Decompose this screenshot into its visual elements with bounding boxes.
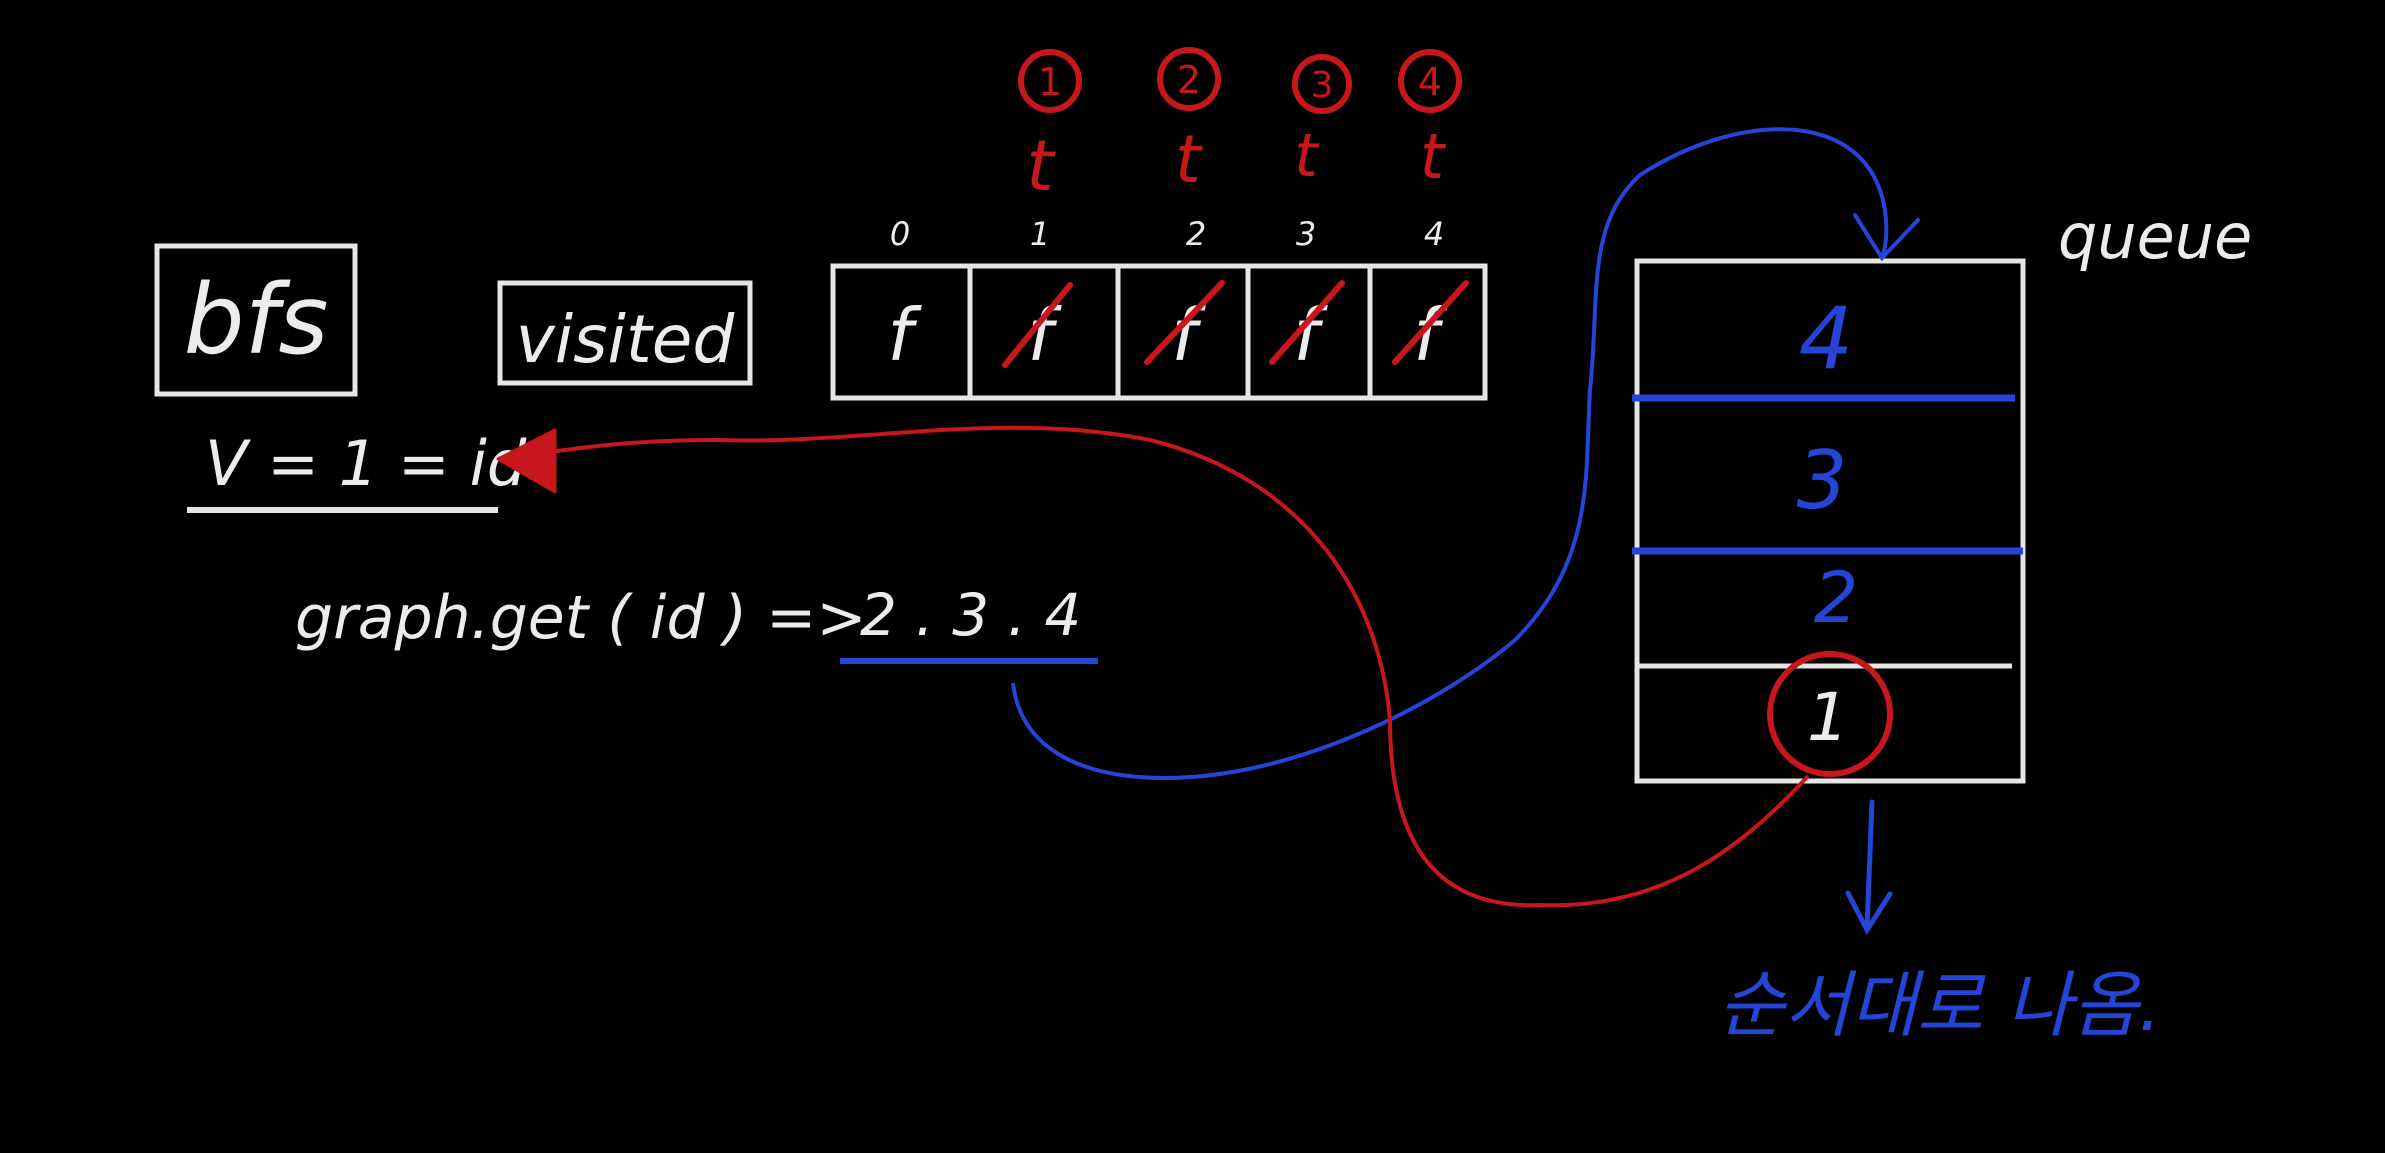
array-index-1: 1 (1030, 215, 1050, 253)
vertex-assignment: V = 1 = id (187, 427, 527, 513)
order-badge-2: 2 (1157, 47, 1221, 111)
graph-call-text: graph.get ( id ) => (295, 583, 867, 653)
svg-text:2: 2 (1177, 58, 1201, 102)
mark-t-4: t (1420, 120, 1447, 193)
graph-call: graph.get ( id ) => 2 . 3 . 4 (295, 581, 1098, 664)
enqueue-arrow-head (1853, 213, 1920, 262)
queue: queue 4 3 2 1 (1632, 200, 2252, 784)
dequeue-arrow-head (496, 428, 557, 494)
output-arrow (1845, 799, 1893, 936)
strike-4 (1392, 280, 1469, 365)
queue-item-1: 1 (1807, 679, 1849, 756)
svg-text:3: 3 (1311, 65, 1334, 106)
array-index-4: 4 (1424, 215, 1444, 253)
mark-t-1: t (1026, 125, 1056, 207)
bfs-label: bfs (184, 264, 329, 376)
visited-label: visited (516, 301, 736, 378)
strike-2 (1144, 280, 1225, 365)
vertex-line: V = 1 = id (205, 427, 527, 500)
order-badge-3: 3 (1292, 54, 1352, 114)
mark-t-3: t (1294, 121, 1320, 191)
enqueue-arrow (1011, 127, 1889, 781)
visited-array: 0 1 2 3 4 f f f f f t t t t 1 2 3 (830, 47, 1488, 401)
order-badge-1: 1 (1018, 49, 1082, 113)
neighbors-text: 2 . 3 . 4 (860, 581, 1081, 649)
svg-text:4: 4 (1418, 60, 1442, 104)
queue-item-2: 2 (1814, 557, 1859, 639)
queue-title: queue (2058, 200, 2252, 273)
order-badge-4: 4 (1398, 49, 1462, 113)
strike-3 (1269, 280, 1345, 365)
visited-box: visited (497, 280, 753, 386)
array-index-2: 2 (1186, 215, 1206, 253)
bfs-box: bfs (154, 243, 358, 397)
queue-item-3: 3 (1797, 434, 1848, 527)
bottom-note: 순서대로 나옴. (1718, 963, 2161, 1047)
dequeue-arrow (549, 425, 1810, 908)
queue-front-highlight (1767, 651, 1893, 777)
strike-1 (1002, 282, 1073, 368)
array-cell-0: f (887, 293, 922, 377)
array-index-3: 3 (1296, 215, 1316, 253)
svg-text:1: 1 (1038, 60, 1062, 104)
mark-t-2: t (1175, 121, 1203, 198)
queue-item-4: 4 (1799, 289, 1854, 389)
array-index-0: 0 (890, 215, 910, 253)
